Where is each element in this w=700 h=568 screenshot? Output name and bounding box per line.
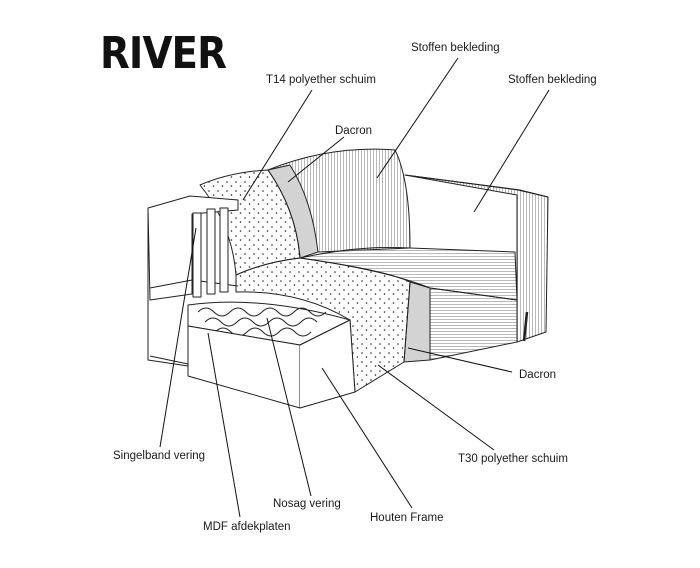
- leader-dacron-top: [287, 136, 345, 183]
- singelband-strap: [219, 207, 229, 293]
- nosag-springs: [197, 307, 327, 337]
- label-dacron-top: Dacron: [335, 125, 373, 137]
- leader-t30: [377, 364, 495, 451]
- label-nosag-vering: Nosag vering: [273, 498, 341, 510]
- leader-stoffen-1: [376, 57, 459, 179]
- singelband-strap: [206, 208, 216, 295]
- t30-foam-seat: [235, 257, 411, 393]
- label-singelband-vering: Singelband vering: [113, 450, 206, 462]
- seat-front: [429, 287, 518, 361]
- leader-t14: [242, 89, 313, 201]
- label-dacron-bottom: Dacron: [519, 369, 557, 381]
- label-stoffen-bekleding-1: Stoffen bekleding: [411, 42, 500, 54]
- leader-dacron-bottom: [407, 347, 513, 373]
- leader-houten: [321, 367, 413, 509]
- label-houten-frame: Houten Frame: [370, 512, 444, 524]
- leader-stoffen-2: [473, 89, 550, 213]
- label-t30-polyether-schuim: T30 polyether schuim: [458, 453, 568, 465]
- leader-nosag: [266, 317, 312, 497]
- product-title: RIVER: [100, 28, 227, 79]
- label-t14-polyether-schuim: T14 polyether schuim: [266, 74, 376, 86]
- leader-mdf: [207, 332, 241, 518]
- leader-singelband: [159, 227, 197, 448]
- sofa-leg: [522, 311, 529, 342]
- label-stoffen-bekleding-2: Stoffen bekleding: [508, 74, 597, 86]
- singelband-strap: [192, 212, 202, 298]
- label-mdf-afdekplaten: MDF afdekplaten: [203, 521, 291, 533]
